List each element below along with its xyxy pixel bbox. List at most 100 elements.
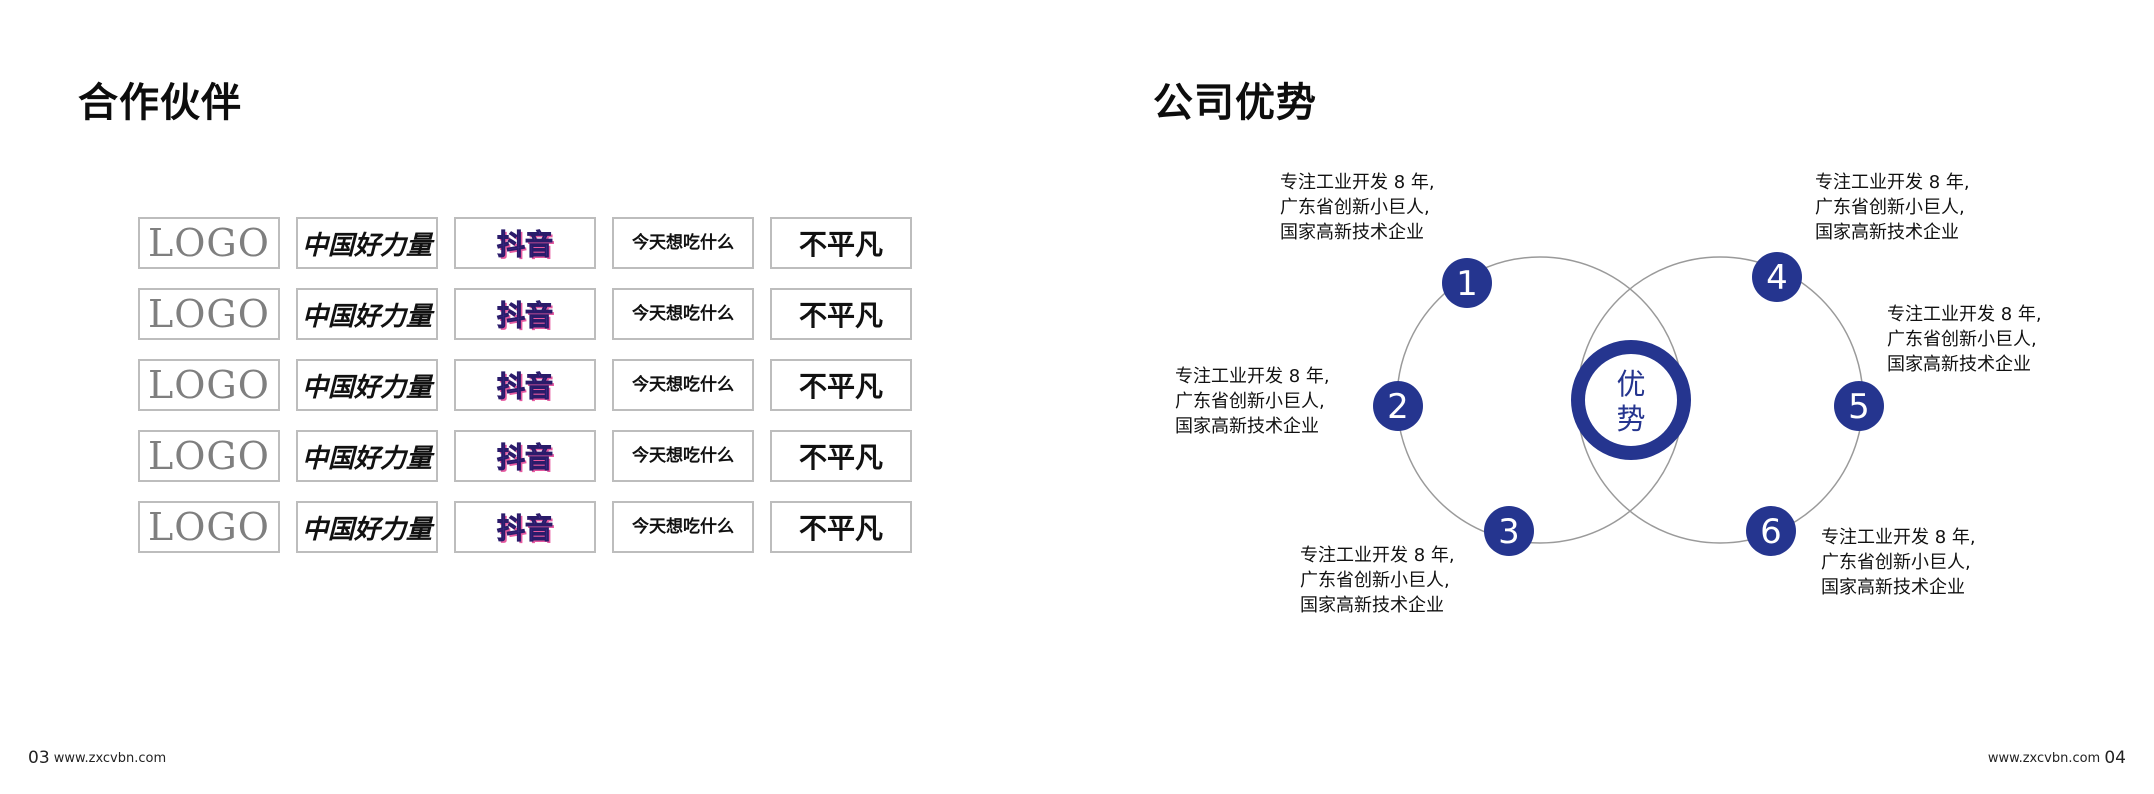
partner-logo-douyin: 抖音 [496,512,553,546]
logo-placeholder: LOGO [148,221,270,265]
partner-logo-cell: 抖音 [454,217,596,269]
advantage-line: 国家高新技术企业 [1815,222,1959,243]
partner-logo-cell: 今天想吃什么 [612,217,754,269]
advantage-line: 广东省创新小巨人, [1821,552,1971,573]
center-label-1: 优 [1616,367,1645,401]
partner-logo-bupingfan: 不平凡 [798,512,883,545]
number-badge-label: 4 [1766,258,1788,298]
partner-logo-jintian: 今天想吃什么 [632,445,734,466]
number-badge-6 [1746,506,1796,556]
partner-logo-jintian: 今天想吃什么 [632,303,734,324]
advantage-diagram: 优 势 1 2 3 4 5 6 [1373,252,1884,556]
page-number: 04 [2104,748,2126,768]
partner-logo-cell: 不平凡 [770,430,912,482]
advantage-line: 广东省创新小巨人, [1887,329,2037,350]
partner-logo-jintian: 今天想吃什么 [632,516,734,537]
number-badge-2 [1373,381,1423,431]
advantage-line: 广东省创新小巨人, [1175,391,1325,412]
partner-logo-cell: 不平凡 [770,217,912,269]
partner-logo-douyin: 抖音 [496,441,553,475]
page-title-partners: 合作伙伴 [78,80,242,126]
partner-logo-cell: 抖音 [454,430,596,482]
right-page: 公司优势 优 势 1 2 3 4 5 6 专注工业开发 8 年, 广东省创新小巨人, 国家高新… [1077,0,2154,794]
partner-logo-cell: 今天想吃什么 [612,288,754,340]
partner-logo-cell: 中国好力量 [296,359,438,411]
footer-right: www.zxcvbn.com 04 [1988,748,2126,768]
number-badge-1 [1442,258,1492,308]
partner-logo-zhongguo: 中国好力量 [301,230,432,261]
advantage-line: 国家高新技术企业 [1300,595,1444,616]
partner-logo-zhongguo: 中国好力量 [301,301,432,332]
advantage-line: 专注工业开发 8 年, [1300,545,1455,566]
partner-logo-jintian: 今天想吃什么 [632,232,734,253]
center-ring [1571,340,1691,460]
number-badge-label: 6 [1760,512,1782,552]
advantage-line: 国家高新技术企业 [1175,416,1319,437]
partner-logo-cell: LOGO [138,359,280,411]
partner-logo-cell: LOGO [138,288,280,340]
page-title-advantages: 公司优势 [1153,80,1317,126]
partner-logo-douyin: 抖音 [496,299,553,333]
advantage-line: 国家高新技术企业 [1280,222,1424,243]
partner-logo-cell: 今天想吃什么 [612,501,754,553]
center-label-2: 势 [1616,402,1645,436]
partner-logo-cell: 抖音 [454,359,596,411]
advantage-line: 专注工业开发 8 年, [1280,172,1435,193]
partner-logo-zhongguo: 中国好力量 [301,514,432,545]
partner-logo-zhongguo: 中国好力量 [301,443,432,474]
partner-logo-cell: 抖音 [454,288,596,340]
footer-left: 03 www.zxcvbn.com [28,748,166,768]
partner-logo-cell: 今天想吃什么 [612,359,754,411]
page-number: 03 [28,748,50,768]
advantage-text-6: 专注工业开发 8 年, 广东省创新小巨人, 国家高新技术企业 [1821,525,1976,600]
partner-logo-bupingfan: 不平凡 [798,299,883,332]
partner-logo-douyin: 抖音 [496,370,553,404]
advantage-text-3: 专注工业开发 8 年, 广东省创新小巨人, 国家高新技术企业 [1300,543,1455,618]
number-badges: 1 2 3 4 5 6 [1373,252,1884,556]
advantage-text-5: 专注工业开发 8 年, 广东省创新小巨人, 国家高新技术企业 [1887,302,2042,377]
number-badge-5 [1834,381,1884,431]
partner-logo-cell: LOGO [138,430,280,482]
number-badge-label: 3 [1498,512,1520,552]
partner-logo-bupingfan: 不平凡 [798,228,883,261]
advantage-line: 专注工业开发 8 年, [1821,527,1976,548]
logo-placeholder: LOGO [148,292,270,336]
partner-logo-cell: 中国好力量 [296,288,438,340]
partner-logo-cell: 中国好力量 [296,501,438,553]
advantage-line: 国家高新技术企业 [1887,354,2031,375]
number-badge-3 [1484,506,1534,556]
footer-url: www.zxcvbn.com [53,751,167,766]
number-badge-label: 1 [1456,264,1478,304]
advantage-line: 专注工业开发 8 年, [1815,172,1970,193]
advantage-text-1: 专注工业开发 8 年, 广东省创新小巨人, 国家高新技术企业 [1280,170,1435,245]
partner-logo-cell: 不平凡 [770,288,912,340]
number-badge-label: 5 [1848,387,1870,427]
advantage-line: 广东省创新小巨人, [1280,197,1430,218]
partner-logo-cell: LOGO [138,217,280,269]
logo-placeholder: LOGO [148,434,270,478]
partner-logo-cell: 不平凡 [770,501,912,553]
partner-logo-zhongguo: 中国好力量 [301,372,432,403]
partner-logo-bupingfan: 不平凡 [798,370,883,403]
partner-logo-jintian: 今天想吃什么 [632,374,734,395]
logo-placeholder: LOGO [148,363,270,407]
partner-logo-bupingfan: 不平凡 [798,441,883,474]
advantage-text-4: 专注工业开发 8 年, 广东省创新小巨人, 国家高新技术企业 [1815,170,1970,245]
advantage-line: 广东省创新小巨人, [1300,570,1450,591]
number-badge-label: 2 [1387,387,1409,427]
advantage-text-2: 专注工业开发 8 年, 广东省创新小巨人, 国家高新技术企业 [1175,364,1330,439]
advantage-line: 专注工业开发 8 年, [1175,366,1330,387]
partner-logo-cell: LOGO [138,501,280,553]
partner-logo-cell: 抖音 [454,501,596,553]
partner-logo-douyin: 抖音 [496,228,553,262]
partner-logo-cell: 中国好力量 [296,430,438,482]
footer-url: www.zxcvbn.com [1987,751,2101,766]
advantage-line: 国家高新技术企业 [1821,577,1965,598]
partner-logo-cell: 中国好力量 [296,217,438,269]
advantage-line: 广东省创新小巨人, [1815,197,1965,218]
partner-logo-cell: 今天想吃什么 [612,430,754,482]
logo-placeholder: LOGO [148,505,270,549]
advantage-line: 专注工业开发 8 年, [1887,304,2042,325]
number-badge-4 [1752,252,1802,302]
